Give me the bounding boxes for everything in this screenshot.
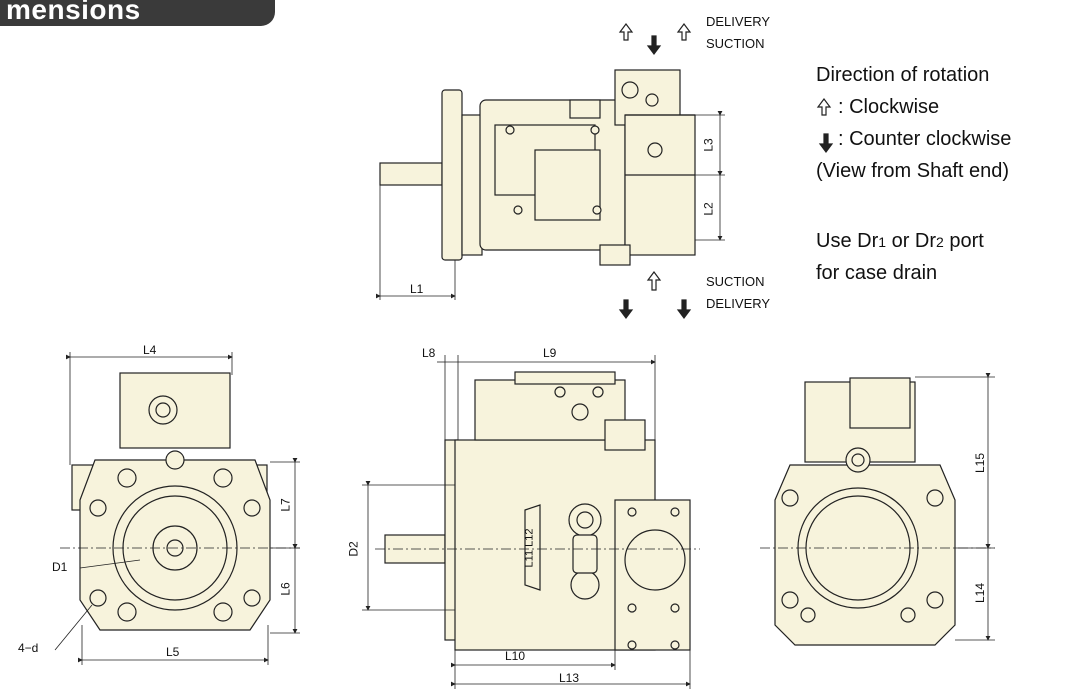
- dim-l15: L15: [973, 452, 988, 474]
- top-view: [379, 69, 696, 266]
- dim-l1: L1: [410, 282, 424, 296]
- drain-port-1: 1: [878, 234, 887, 250]
- view-note: (View from Shaft end): [816, 160, 1010, 182]
- drain-use-text: Use Dr: [816, 230, 879, 252]
- section-header: mensions: [0, 0, 275, 26]
- dim-l2: L2: [701, 202, 716, 216]
- dim-l7: L7: [278, 498, 293, 512]
- clockwise-arrow-icon: [816, 98, 832, 116]
- dim-l14: L14: [973, 582, 988, 604]
- dim-holes: 4−d: [18, 641, 39, 655]
- bottom-delivery-label: DELIVERY: [706, 296, 771, 311]
- clockwise-note: : Clockwise: [838, 96, 940, 118]
- port-arrows-top: [618, 23, 692, 319]
- counter-clockwise-arrow-icon: [818, 133, 834, 153]
- front-view: [71, 372, 271, 631]
- side-view: [384, 371, 691, 651]
- rotation-title: Direction of rotation: [816, 64, 990, 86]
- dim-l9: L9: [543, 346, 557, 360]
- counter-clockwise-note: : Counter clockwise: [838, 128, 1012, 150]
- dim-d2: D2: [346, 541, 361, 557]
- drain-note-line1: Use Dr1 or Dr2 port: [816, 230, 984, 253]
- drain-port-text: port: [943, 230, 984, 252]
- dim-l3: L3: [701, 138, 716, 152]
- body-mark: L11 L12: [523, 528, 536, 568]
- dim-l8: L8: [422, 346, 436, 360]
- dim-l4: L4: [143, 343, 157, 357]
- top-delivery-label: DELIVERY: [706, 14, 771, 29]
- dim-l5: L5: [166, 645, 180, 659]
- drain-note-line2: for case drain: [816, 262, 938, 284]
- dim-l13: L13: [559, 671, 580, 685]
- rear-view: [774, 377, 956, 646]
- section-title: mensions: [6, 0, 141, 25]
- drain-or-text: or Dr: [886, 230, 937, 252]
- drain-port-2: 2: [936, 234, 944, 250]
- bottom-suction-label: SUCTION: [706, 274, 765, 289]
- dim-l6: L6: [278, 582, 293, 596]
- dim-l10: L10: [505, 649, 526, 663]
- top-suction-label: SUCTION: [706, 36, 765, 51]
- dim-d1: D1: [52, 560, 68, 574]
